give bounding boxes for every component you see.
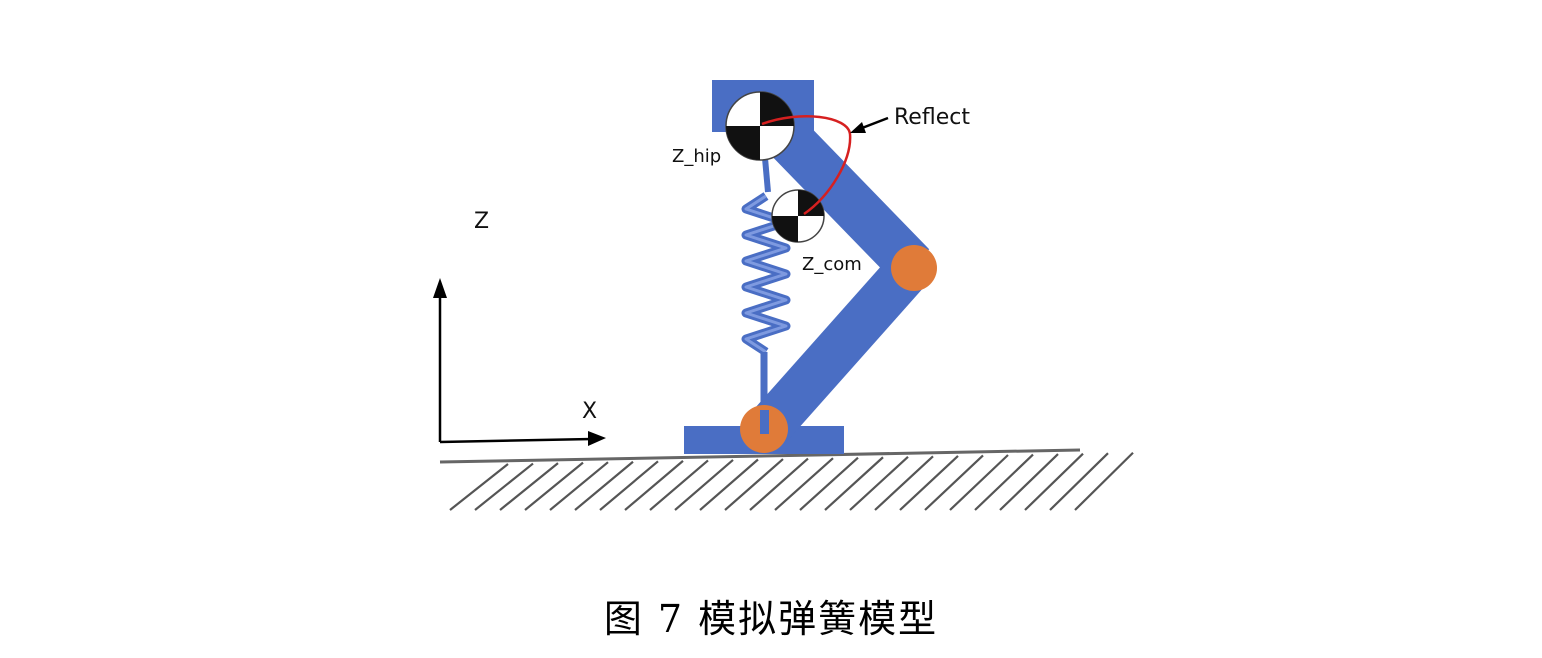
hatch-line [549,461,609,511]
reflect-arrow [850,116,889,133]
hatch-line [824,456,884,511]
hatch-line [1049,452,1109,511]
upper-leg-link [760,111,930,283]
hatch-line [899,455,959,511]
hatch-line [474,462,534,511]
reflect-label: Reflect [894,105,970,130]
x-axis [439,437,593,444]
z-axis-arrowhead [433,278,447,298]
hatch-line [699,458,759,511]
hatch-line [524,461,584,511]
hatch-line [724,458,784,511]
axis-x-label: X [582,399,597,424]
hatch-line [749,457,809,511]
axis-z-label: Z [474,209,489,234]
hatch-line [874,455,934,511]
coordinate-axes: Z X [433,209,606,446]
com-marker-icon [771,189,825,243]
hatch-line [949,454,1009,511]
ground-hatch [449,451,1134,511]
hatch-line [449,463,509,511]
z-hip-label: Z_hip [672,146,721,167]
z-com-label: Z_com [802,254,862,275]
hatch-line [774,457,834,511]
hatch-line [974,453,1034,511]
hatch-line [599,460,659,511]
reflect-curve [761,115,852,216]
hatch-line [674,459,734,511]
hatch-line [574,460,634,511]
hatch-line [1024,452,1084,511]
hatch-line [649,459,709,511]
hatch-line [999,453,1059,511]
spring-model-diagram: Z X Reflect Z_hip Z_com [433,80,1134,511]
ground [439,448,1134,511]
hatch-line [499,462,559,511]
hatch-line [624,460,684,511]
hatch-line [849,455,909,511]
figure-caption: 图 7 模拟弹簧模型 [603,597,939,641]
hip-marker-icon [725,91,795,161]
hatch-line [1074,451,1134,511]
hatch-line [799,456,859,511]
x-axis-arrowhead [588,431,606,446]
knee-joint [891,245,937,291]
hatch-line [924,454,984,511]
lower-leg-link [750,250,930,444]
spring-foot-end [760,410,769,434]
